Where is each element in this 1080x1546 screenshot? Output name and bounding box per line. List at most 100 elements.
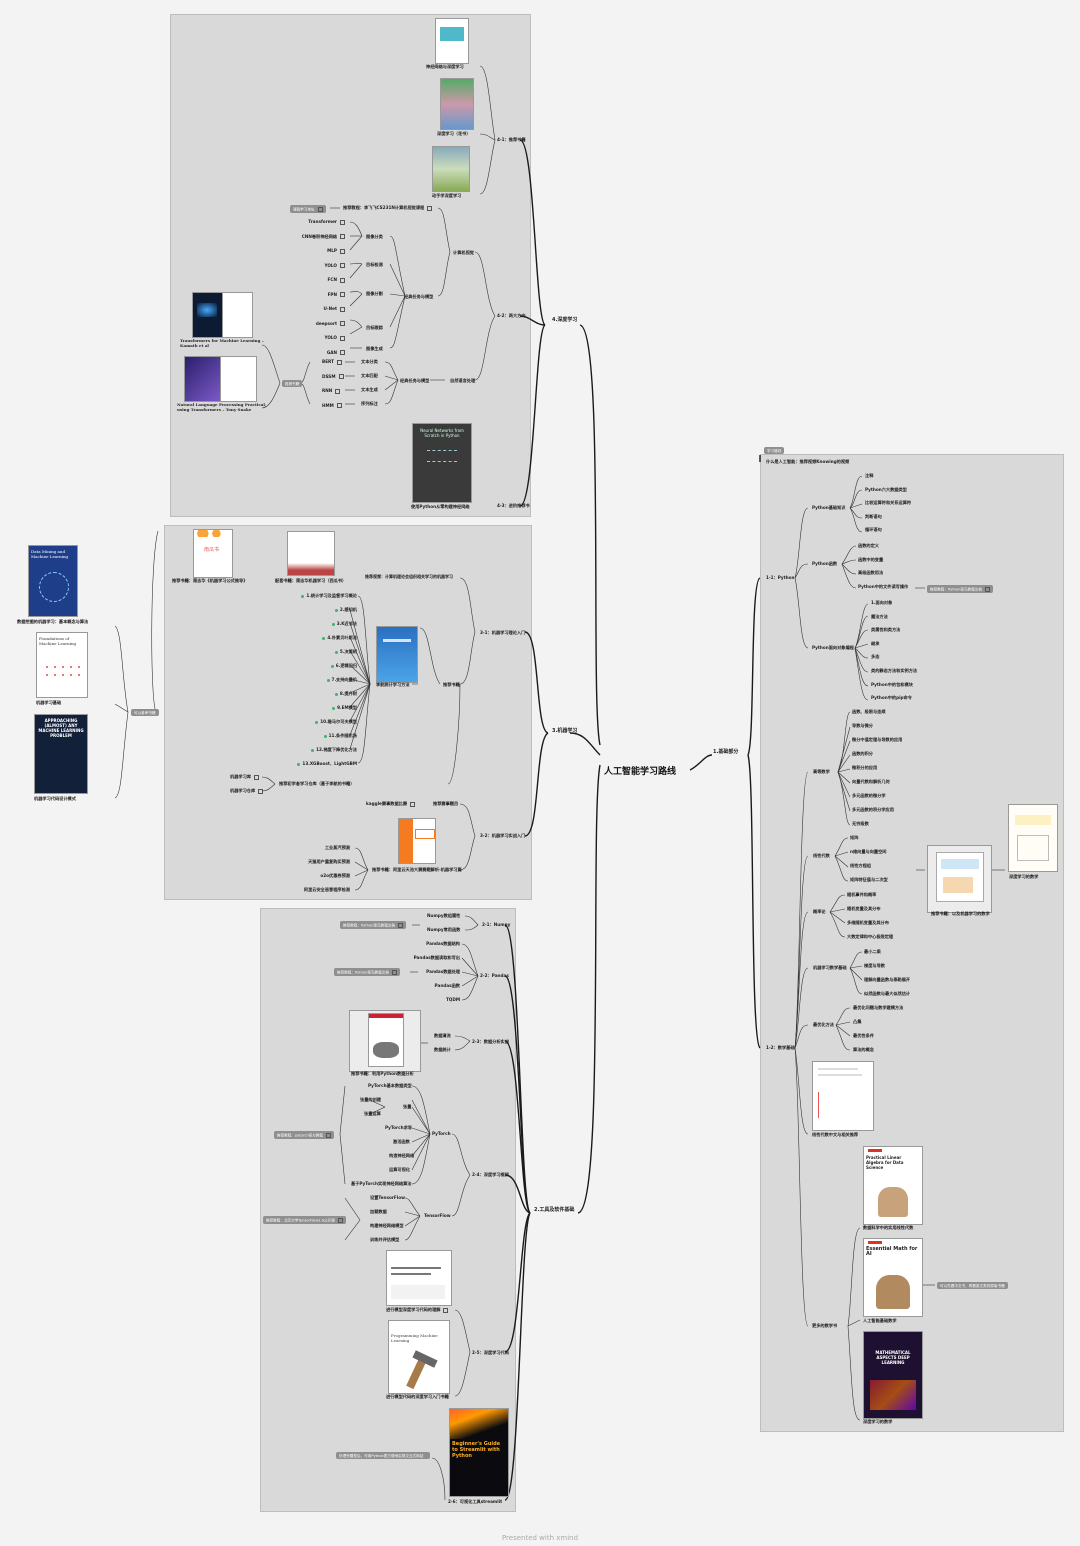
python-func-item[interactable]: 函数的定义: [858, 543, 879, 548]
pandas-item[interactable]: Pandas数据读取和写出: [413, 955, 460, 960]
dl-books-node[interactable]: 4-1：推荐书籍: [497, 137, 526, 142]
book-lihang-title[interactable]: 李航统计学习方法: [376, 682, 410, 687]
branch-ml[interactable]: 3.机器学习: [552, 728, 578, 734]
python-oop-node[interactable]: Python面向对象编程: [812, 645, 854, 650]
nlp-node[interactable]: 自然语言处理: [450, 378, 476, 383]
nlp-model[interactable]: DSSM: [322, 374, 344, 379]
python-func-item[interactable]: 函数中的变量: [858, 556, 884, 562]
ml-math-item[interactable]: 理解向量函数与泰勒展开: [864, 977, 911, 982]
pytorch-item[interactable]: 张量: [403, 1104, 412, 1109]
pytorch-item[interactable]: PyTorch基本数据类型: [368, 1083, 412, 1088]
python-basic-node[interactable]: Python基础知识: [812, 505, 846, 510]
tianchi-book-node[interactable]: 推荐书籍：阿里云天池大赛赛题解析-机器学习篇: [372, 867, 462, 872]
book-nlp-practical-title[interactable]: Natural Language Processing Practical, u…: [177, 402, 267, 412]
nlp-model[interactable]: RNN: [322, 388, 344, 394]
more-math-books-node[interactable]: 更多的数学书: [812, 1323, 838, 1328]
ml-chapter[interactable]: 2.感知机: [297, 607, 357, 612]
ml-chapter[interactable]: 5.决策树: [297, 649, 357, 654]
data-analysis-node[interactable]: 2-3：数据分析实战: [472, 1039, 509, 1044]
python-basic-item[interactable]: 比较运算符和关系运算符: [865, 500, 912, 506]
python-basic-item[interactable]: 注释: [865, 473, 874, 478]
pytorch-item[interactable]: 张量运算: [364, 1111, 381, 1116]
book-math-aspects-title[interactable]: 深度学习的数学: [863, 1419, 893, 1424]
calculus-item[interactable]: 微分中值定理与导数的应用: [852, 737, 903, 742]
python-oop-item[interactable]: 继承: [871, 640, 880, 646]
ml-theory-node[interactable]: 3-1：机器学习理论入门: [480, 630, 526, 635]
dl-advanced-node[interactable]: 4-3：进阶推荐书: [497, 503, 530, 508]
pytorch-item[interactable]: 构造神经网络: [389, 1153, 415, 1158]
pandas-item[interactable]: Pandas函数: [434, 983, 460, 988]
dl-framework-node[interactable]: 2-4：深度学习框架: [472, 1172, 509, 1177]
python-basic-item[interactable]: Python六大数据类型: [865, 486, 907, 492]
contest-item[interactable]: 阿里云安全恶意程序检测: [303, 887, 350, 892]
contest-item[interactable]: 天猫用户重复购买预测: [308, 859, 350, 864]
nlp-label[interactable]: 文本匹配: [361, 373, 378, 378]
cv-tasks-node[interactable]: 经典任务与模型: [404, 294, 434, 299]
book-practical-linalg-title[interactable]: 数据科学中的实用线性代数: [863, 1225, 914, 1230]
cv-model[interactable]: CNN卷积神经网络: [302, 234, 345, 239]
ml-chapter[interactable]: 3.K近邻法: [297, 621, 357, 626]
ml-books-node[interactable]: 推荐书籍: [443, 682, 460, 687]
python-oop-item[interactable]: Python中的pip命令: [871, 695, 912, 701]
tensorflow-item[interactable]: 训练并评估模型: [370, 1237, 400, 1242]
linalg-node[interactable]: 线性代数: [813, 853, 830, 858]
dl-code-article[interactable]: 进行模型深度学习代码的理解: [386, 1307, 449, 1313]
cv-model[interactable]: MLP: [302, 248, 345, 254]
probability-item[interactable]: 多维随机变量及其分布: [847, 920, 889, 925]
center-topic[interactable]: 人工智能学习路线: [604, 767, 677, 777]
python-node[interactable]: 1-1：Python: [766, 575, 795, 580]
pytorch-item[interactable]: 基于PyTorch实现神经网络算法: [351, 1181, 412, 1186]
ml-chapter[interactable]: 8.提升树: [297, 691, 357, 696]
cv-node[interactable]: 计算机视觉: [453, 250, 474, 255]
book-nnfs-title[interactable]: 使用Python从零构建神经网络: [411, 504, 470, 509]
book-transformers-ml-title[interactable]: Transformers for Machine Learning – Kama…: [180, 338, 264, 348]
calculus-item[interactable]: 向量代数和解析几何: [852, 779, 890, 784]
dl-code-node[interactable]: 2-5：深度学习代码: [472, 1350, 509, 1355]
ml-chapter[interactable]: 4.朴素贝叶斯法: [297, 635, 357, 640]
pytorch-tutorial-tag[interactable]: 推荐教程：pytorch官方教程: [274, 1131, 335, 1139]
python-func-node[interactable]: Python函数: [812, 561, 838, 566]
book-foundations-ml-title[interactable]: 机器学习基础: [36, 700, 62, 705]
math-node[interactable]: 1-2：数学基础: [766, 1045, 795, 1050]
tensorflow-node[interactable]: TensorFlow: [424, 1213, 451, 1218]
pytorch-item[interactable]: 激活函数: [393, 1139, 410, 1144]
calculus-item[interactable]: 函数的积分: [852, 751, 873, 756]
cv-label-segmentation[interactable]: 图像分割: [366, 291, 383, 296]
cv-label-classification[interactable]: 图像分类: [366, 234, 383, 239]
cv-label-generation[interactable]: 图像生成: [366, 346, 383, 351]
book-dl-flower-title[interactable]: 深度学习（花书）: [437, 131, 471, 136]
probability-item[interactable]: 随机变量及其分布: [847, 906, 881, 911]
python-oop-item[interactable]: 类的静态方法和实例方法: [871, 667, 918, 673]
basics-intro[interactable]: 什么是人工智能：推荐视频Knowing的视频: [766, 459, 850, 464]
math-book-tag[interactable]: 推荐书籍：以及机器学习的数学: [931, 911, 990, 916]
cv-course-node[interactable]: 推荐教程：李飞飞CS231N计算机视觉课程: [343, 205, 433, 211]
probability-item[interactable]: 大数定律和中心极限定理: [847, 934, 894, 939]
python-tutorial-tag[interactable]: 推荐教程：Python菜鸟教程文档: [927, 585, 993, 593]
data-statistics[interactable]: 数据统计: [434, 1047, 451, 1052]
branch-basics[interactable]: 1.基础部分: [713, 749, 739, 755]
linalg-item[interactable]: 线性方程组: [850, 863, 871, 868]
book-data-mining-title[interactable]: 数据挖掘的机器学习：基本概念与算法: [17, 619, 89, 624]
nlp-model[interactable]: BERT: [322, 359, 344, 365]
optimization-node[interactable]: 最优化方法: [813, 1022, 834, 1027]
ml-practice-node[interactable]: 3-2：机器学习实战入门: [480, 833, 526, 838]
ml-math-item[interactable]: 梯度与导数: [864, 963, 885, 968]
kaggle-node[interactable]: kaggle赛事数据比赛: [366, 801, 416, 807]
contest-topics-node[interactable]: 推荐赛事题目: [433, 801, 459, 806]
ml-chapter[interactable]: 11.条件随机场: [297, 733, 357, 738]
nlp-label[interactable]: 序列标注: [361, 401, 378, 406]
python-func-item[interactable]: 高级函数用法: [858, 570, 884, 576]
book-programming-ml-title[interactable]: 进行模型代码的深度学习入门书籍: [386, 1394, 449, 1399]
cv-model[interactable]: FCN: [302, 277, 345, 283]
nlp-model[interactable]: HMM: [322, 403, 344, 408]
cv-model[interactable]: YOLO: [302, 335, 345, 341]
ml-chapter[interactable]: 6.逻辑回归: [297, 663, 357, 668]
book-ml-patterns-title[interactable]: 机器学习代码设计模式: [34, 796, 76, 801]
calculus-item[interactable]: 导数与微分: [852, 723, 873, 728]
python-func-item[interactable]: Python中的文件读写操作: [858, 583, 909, 589]
branch-dl[interactable]: 4.深度学习: [552, 317, 578, 323]
cv-model[interactable]: Transformer: [302, 219, 345, 225]
cv-label-detection[interactable]: 目标检测: [366, 262, 383, 267]
ml-chapter[interactable]: 1.统计学习及监督学习概论: [297, 593, 357, 598]
numpy-attr[interactable]: Numpy数组属性: [427, 913, 461, 918]
